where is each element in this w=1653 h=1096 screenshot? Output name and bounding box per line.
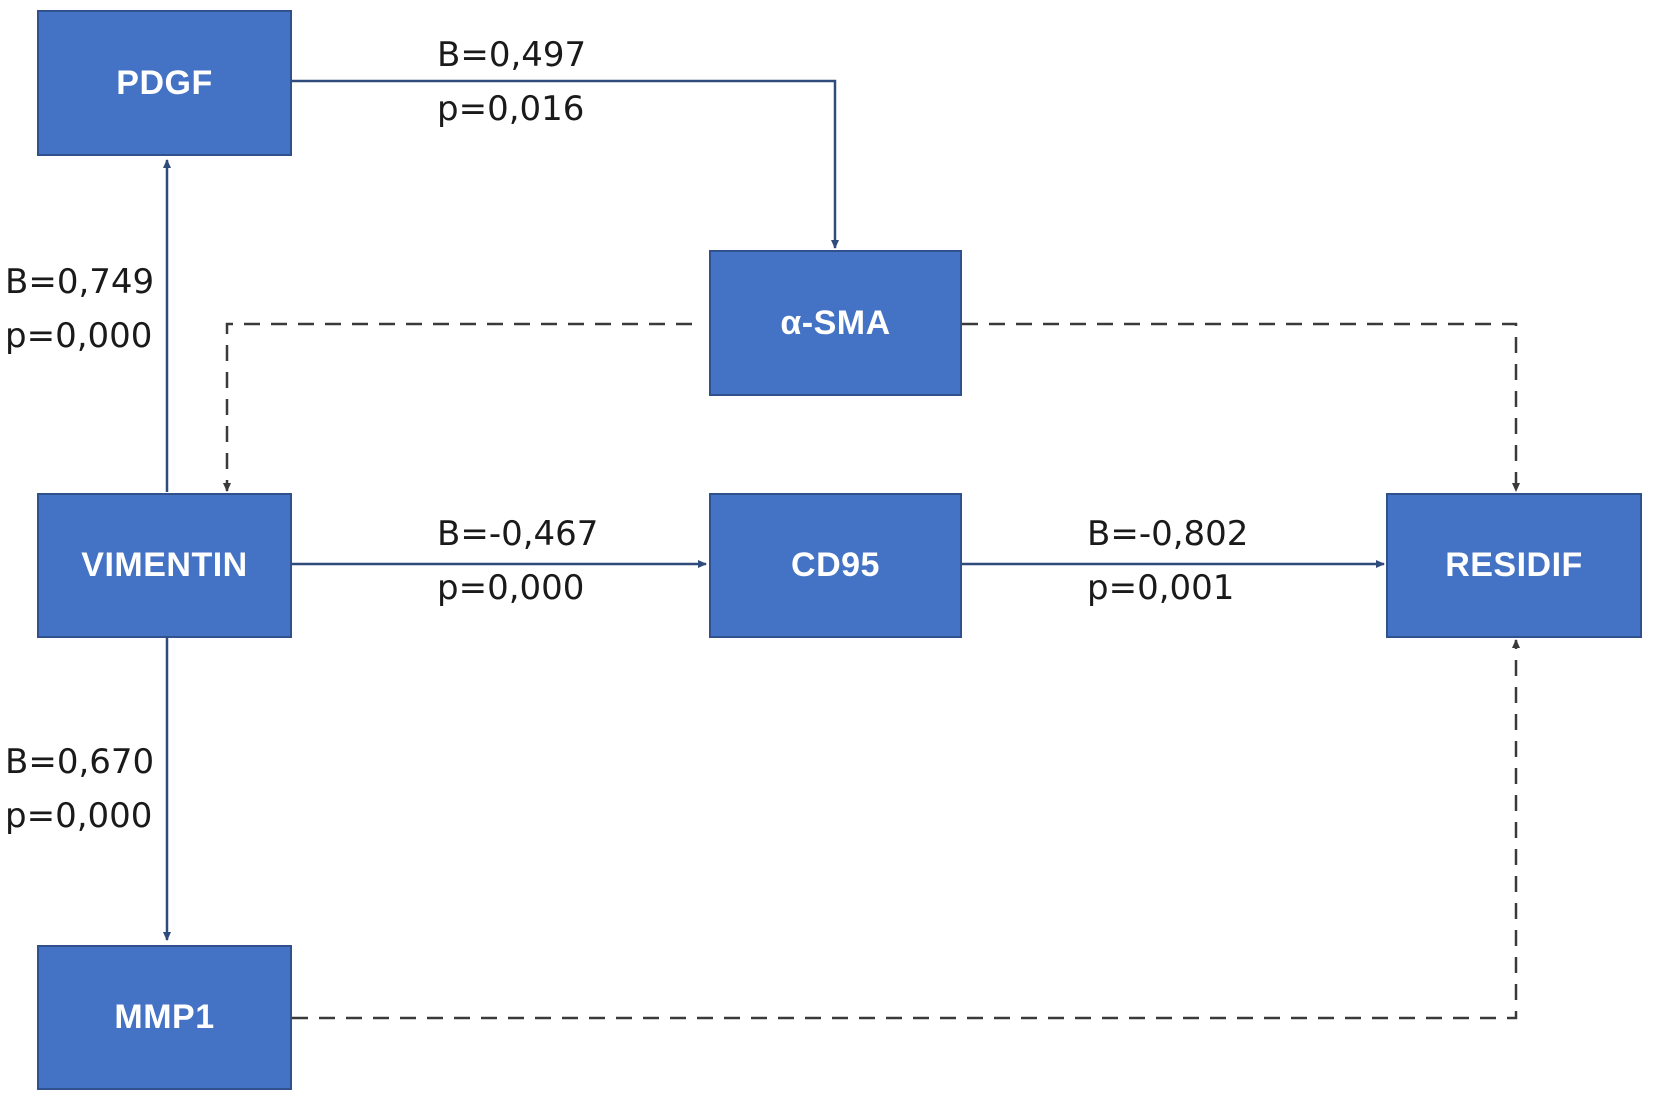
label-vimentin-cd95: B=-0,467 p=0,000 xyxy=(437,507,598,615)
label-p-value: p=0,000 xyxy=(5,316,153,356)
label-b-value: B=-0,467 xyxy=(437,514,599,554)
label-vimentin-mmp1: B=0,670 p=0,000 xyxy=(5,735,154,843)
label-b-value: B=0,497 xyxy=(437,35,587,75)
label-b-value: B=0,670 xyxy=(5,742,155,782)
node-mmp1: MMP1 xyxy=(37,945,292,1090)
dashed-edge-mmp1-to-residif xyxy=(292,639,1520,1020)
node-vimentin: VIMENTIN xyxy=(37,493,292,638)
node-alpha-sma: α-SMA xyxy=(709,250,962,396)
edge-pdgf-to-asma xyxy=(290,79,839,249)
label-pdgf-asma: B=0,497 p=0,016 xyxy=(437,28,586,136)
node-residif: RESIDIF xyxy=(1386,493,1642,638)
label-p-value: p=0,000 xyxy=(437,568,585,608)
label-p-value: p=0,016 xyxy=(437,89,585,129)
dashed-edge-asma-to-vimentin xyxy=(223,322,692,492)
label-cd95-residif: B=-0,802 p=0,001 xyxy=(1087,507,1248,615)
label-b-value: B=-0,802 xyxy=(1087,514,1249,554)
node-cd95: CD95 xyxy=(709,493,962,638)
label-p-value: p=0,000 xyxy=(5,796,153,836)
dashed-edge-asma-to-residif xyxy=(962,322,1520,492)
node-pdgf: PDGF xyxy=(37,10,292,156)
label-p-value: p=0,001 xyxy=(1087,568,1235,608)
label-b-value: B=0,749 xyxy=(5,262,155,302)
label-vimentin-pdgf: B=0,749 p=0,000 xyxy=(5,255,154,363)
